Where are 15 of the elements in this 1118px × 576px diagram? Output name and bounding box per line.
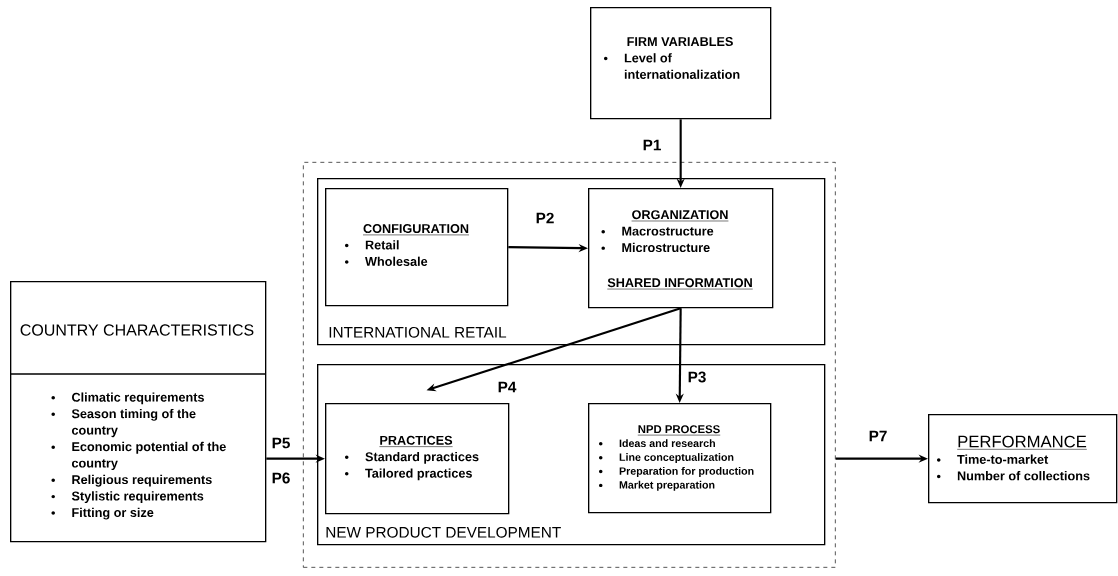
- edge-label: P3: [686, 370, 708, 384]
- outcome-box: PERFORMANCE Time-to-market Number of collections: [928, 414, 1118, 504]
- concept-box: ORGANIZATION Macrostructure Microstructure SHARED INFORMATION: [588, 188, 774, 309]
- proposition-label: P6: [270, 471, 292, 485]
- edge-label: P5: [270, 436, 292, 450]
- edge-label: P4: [496, 380, 518, 394]
- category-box: COUNTRY CHARACTERISTICS Climatic requirements Season timing of the country Economic potential of the country Religious requirements Stylistic requirements Fitting or size: [9, 281, 267, 543]
- edge-label: P7: [867, 429, 889, 443]
- concept-box: NPD PROCESS Ideas and research Line conceptualization Preparation for production Market preparation: [588, 403, 772, 514]
- variable-box: FIRM VARIABLES Level of internationalization: [590, 7, 772, 120]
- dashed-boundary-box: [303, 162, 836, 568]
- concept-box: CONFIGURATION Retail Wholesale: [325, 188, 509, 307]
- concept-box: PRACTICES Standard practices Tailored practices: [325, 403, 510, 515]
- edge-label: P1: [641, 138, 663, 152]
- edge-label: P2: [534, 211, 556, 225]
